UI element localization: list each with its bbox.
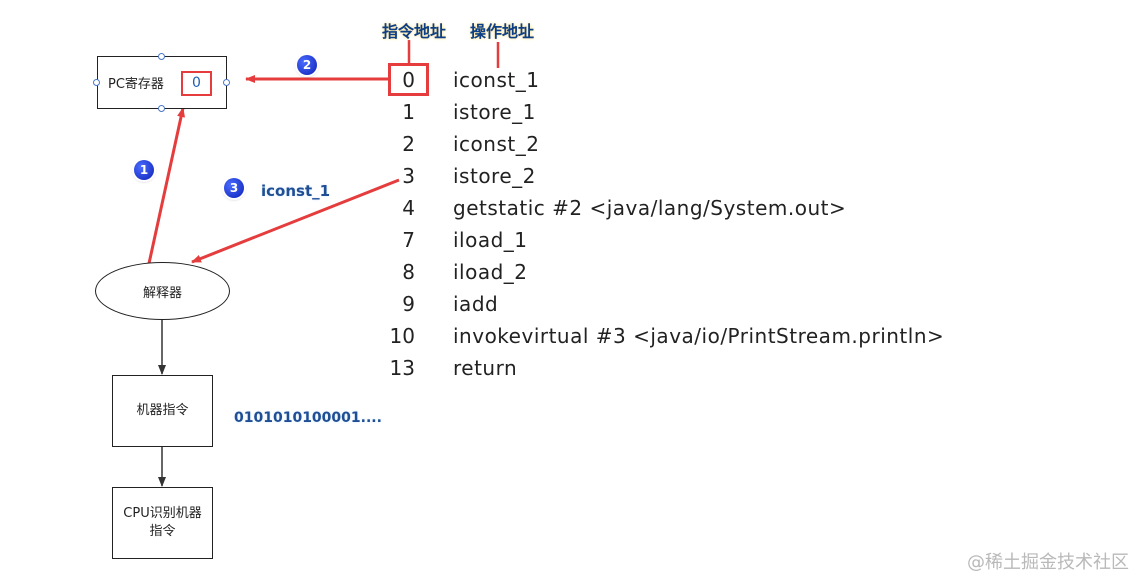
pc-handle-top[interactable] bbox=[158, 53, 165, 60]
arrow-step-3 bbox=[191, 178, 400, 264]
cpu-label-line2: 指令 bbox=[149, 524, 176, 539]
step-badge-1: 1 bbox=[134, 160, 154, 180]
binary-text: 0101010100001.... bbox=[234, 410, 382, 426]
bytecode-addr: 0 bbox=[402, 68, 415, 92]
watermark: @稀土掘金技术社区 bbox=[967, 552, 1129, 573]
cpu-label-line1: CPU识别机器 bbox=[123, 506, 202, 522]
bytecode-addr: 7 bbox=[402, 228, 415, 252]
bytecode-op: getstatic #2 <java/lang/System.out> bbox=[453, 196, 847, 220]
operand-address-header: 操作地址 bbox=[470, 22, 535, 41]
bytecode-addr: 4 bbox=[402, 196, 415, 220]
bytecode-op: istore_2 bbox=[453, 164, 536, 188]
interpreter-label: 解释器 bbox=[142, 285, 182, 301]
bytecode-op: return bbox=[453, 356, 518, 380]
bytecode-op: iconst_2 bbox=[453, 132, 540, 156]
step-badge-3: 3 bbox=[224, 178, 244, 198]
bytecode-addr: 2 bbox=[402, 132, 415, 156]
pc-register-box: PC寄存器 0 bbox=[97, 56, 227, 109]
bytecode-op: invokevirtual #3 <java/io/PrintStream.pr… bbox=[453, 324, 945, 348]
bytecode-addr: 10 bbox=[389, 324, 415, 348]
current-instruction-highlight bbox=[388, 63, 429, 96]
machine-instruction-label: 机器指令 bbox=[136, 403, 189, 419]
bytecode-addr: 9 bbox=[402, 292, 415, 316]
pc-handle-right[interactable] bbox=[223, 79, 230, 86]
bytecode-addr: 8 bbox=[402, 260, 415, 284]
pc-handle-bottom[interactable] bbox=[158, 105, 165, 112]
instruction-address-header: 指令地址 bbox=[382, 22, 447, 41]
bytecode-op: istore_1 bbox=[453, 100, 536, 124]
interpreter-node: 解释器 bbox=[95, 262, 230, 320]
bytecode-op: iconst_1 bbox=[453, 68, 540, 92]
bytecode-op: iadd bbox=[453, 292, 499, 316]
step-3-label: iconst_1 bbox=[261, 182, 331, 200]
pc-handle-left[interactable] bbox=[93, 79, 100, 86]
bytecode-op: iload_2 bbox=[453, 260, 528, 284]
step-badge-2: 2 bbox=[297, 55, 317, 75]
machine-instruction-node: 机器指令 bbox=[112, 375, 213, 447]
bytecode-addr: 3 bbox=[402, 164, 415, 188]
bytecode-addr: 13 bbox=[389, 356, 415, 380]
pc-register-value: 0 bbox=[181, 71, 212, 96]
pc-register-label: PC寄存器 bbox=[108, 77, 164, 92]
arrow-step-1 bbox=[146, 107, 185, 269]
bytecode-addr: 1 bbox=[402, 100, 415, 124]
cpu-node: CPU识别机器 指令 bbox=[112, 487, 213, 559]
bytecode-op: iload_1 bbox=[453, 228, 528, 252]
